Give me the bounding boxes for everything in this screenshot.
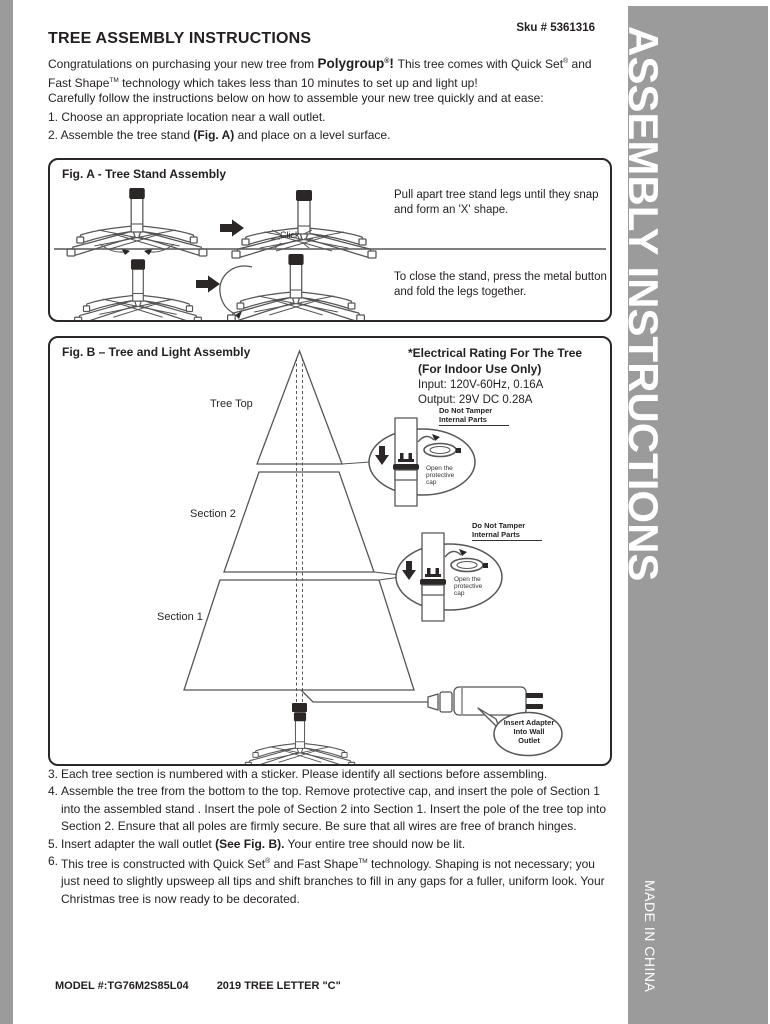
open-cap-note: Open the protective cap (454, 576, 482, 597)
step-4: 4.Assemble the tree from the bottom to t… (48, 783, 615, 835)
page-title: TREE ASSEMBLY INSTRUCTIONS (48, 30, 312, 47)
intro-paragraph: Congratulations on purchasing your new t… (48, 54, 611, 91)
tree-top-shape (256, 349, 343, 465)
registered-mark: ® (563, 58, 569, 65)
step-5: 5.Insert adapter the wall outlet (See Fi… (48, 836, 615, 853)
open-cap-line: Open the (454, 576, 481, 583)
intro-run: technology which takes less than 10 minu… (118, 75, 478, 90)
step-2-run: 2. Assemble the tree stand (48, 128, 194, 142)
open-cap-line: protective (426, 472, 455, 479)
open-cap-line: cap (454, 590, 465, 597)
fig-b-reference: (See Fig. B). (215, 836, 285, 851)
step-2-run: and place on a level surface. (234, 128, 391, 142)
tree-stand-bottom (244, 711, 356, 764)
fig-b-title: Fig. B – Tree and Light Assembly (62, 345, 251, 359)
click-label: Click (280, 230, 300, 240)
trademark-mark: TM (358, 858, 368, 866)
stand-open-diagram-2 (74, 258, 202, 320)
fig-a-title: Fig. A - Tree Stand Assembly (62, 167, 227, 181)
plug-prong (526, 693, 543, 698)
bubble-line: Insert Adapter (503, 718, 555, 727)
registered-mark: ® (384, 58, 390, 65)
step-text: Your entire tree should now be lit. (284, 836, 466, 851)
open-cap-line: protective (454, 583, 483, 590)
arrow-right-icon (196, 275, 220, 293)
fold-arrow-icon (219, 265, 253, 319)
intro-run: ! (389, 56, 398, 71)
assembly-steps: 3.Each tree section is numbered with a s… (48, 766, 615, 908)
brand-name: Polygroup (317, 56, 385, 71)
step-number: 4. (48, 784, 59, 799)
click-rays-icon (271, 229, 313, 249)
open-cap-line: Open the (426, 465, 453, 472)
step-number: 6. (48, 854, 59, 869)
year-label: 2019 TREE LETTER "C" (216, 980, 341, 992)
fig-a-caption-open: Pull apart tree stand legs until they sn… (394, 189, 599, 216)
protective-cap-callout-1 (368, 417, 476, 507)
open-cap-note: Open the protective cap (426, 465, 454, 486)
do-not-tamper-label: Do Not Tamper Internal Parts (472, 521, 542, 542)
stand-folding-diagram (219, 253, 366, 320)
pole-socket (292, 703, 307, 712)
center-pole-dashed-line (296, 358, 303, 703)
power-adapter-diagram (300, 686, 543, 716)
intro-run: and Fast Shape (48, 57, 592, 90)
arrow-right-icon (220, 219, 244, 237)
step-text: Assemble the tree from the bottom to the… (61, 784, 607, 834)
step-text: Insert adapter the wall outlet (61, 836, 216, 851)
step-3: 3.Each tree section is numbered with a s… (48, 766, 615, 783)
step-1: 1. Choose an appropriate location near a… (48, 110, 326, 124)
tree-top-label: Tree Top (210, 398, 253, 410)
fig-a-box: Fig. A - Tree Stand Assembly Click Pull … (48, 158, 612, 322)
trademark-mark: TM (109, 76, 119, 84)
intro-paragraph-2: Carefully follow the instructions below … (48, 91, 544, 105)
wall-outlet-bubble (477, 707, 563, 757)
made-in-china-label: MADE IN CHINA (642, 880, 658, 993)
tree-assembly-diagram (183, 349, 563, 764)
sidebar-title: ASSEMBLY INSTRUCTIONS (620, 26, 667, 582)
step-6: 6.This tree is constructed with Quick Se… (48, 853, 615, 908)
intro-run: Congratulations on purchasing your new t… (48, 57, 318, 71)
fig-a-caption-close: To close the stand, press the metal butt… (394, 271, 607, 298)
step-text: This tree is constructed with Quick Set (61, 857, 266, 872)
bubble-line: Into Wall (513, 727, 545, 736)
section-1-label: Section 1 (157, 611, 203, 623)
bubble-line: Outlet (518, 736, 540, 745)
right-sidebar: ASSEMBLY INSTRUCTIONS MADE IN CHINA (620, 6, 768, 1024)
electrical-rating: *Electrical Rating For The Tree (For Ind… (408, 346, 582, 409)
tree-stand-diagram (54, 187, 606, 320)
step-number: 3. (48, 767, 59, 781)
stand-closed-diagram (66, 187, 208, 257)
stand-open-diagram (231, 189, 377, 259)
section-2-shape (223, 471, 375, 573)
section-1-shape (183, 579, 415, 691)
tamper-line: Do Not Tamper (439, 406, 493, 415)
section-2-label: Section 2 (190, 508, 236, 520)
rating-output: Output: 29V DC 0.28A (418, 394, 533, 407)
do-not-tamper-label: Do Not Tamper Internal Parts (439, 406, 509, 427)
step-text: and Fast Shape (270, 857, 359, 872)
step-number: 5. (48, 836, 59, 851)
step-text: Each tree section is numbered with a sti… (61, 767, 548, 781)
model-number: MODEL #:TG76M2S85L04 (55, 980, 189, 992)
insert-adapter-label: Insert Adapter Into Wall Outlet (496, 718, 562, 745)
model-line: MODEL #:TG76M2S85L04 2019 TREE LETTER "C" (55, 980, 341, 992)
fig-a-reference: (Fig. A) (193, 128, 235, 142)
fig-b-box: Fig. B – Tree and Light Assembly *Electr… (48, 336, 612, 766)
rating-input: Input: 120V-60Hz, 0.16A (418, 378, 544, 391)
left-margin-strip (0, 0, 13, 1024)
protective-cap-callout-2 (395, 532, 503, 622)
rating-subheading: (For Indoor Use Only) (418, 361, 542, 376)
sku-label: Sku # 5361316 (516, 22, 595, 34)
tamper-line: Do Not Tamper (472, 521, 526, 530)
intro-run: This tree comes with Quick Set (397, 57, 564, 71)
rating-heading: *Electrical Rating For The Tree (408, 346, 583, 360)
plug-prong (526, 704, 543, 709)
step-2: 2. Assemble the tree stand (Fig. A) and … (48, 127, 611, 144)
tamper-line: Internal Parts (439, 414, 487, 424)
step-text: technology. Shaping is not necessary; yo… (61, 857, 605, 906)
open-cap-line: cap (426, 479, 437, 486)
registered-mark: ® (265, 858, 271, 866)
tamper-line: Internal Parts (472, 529, 520, 539)
